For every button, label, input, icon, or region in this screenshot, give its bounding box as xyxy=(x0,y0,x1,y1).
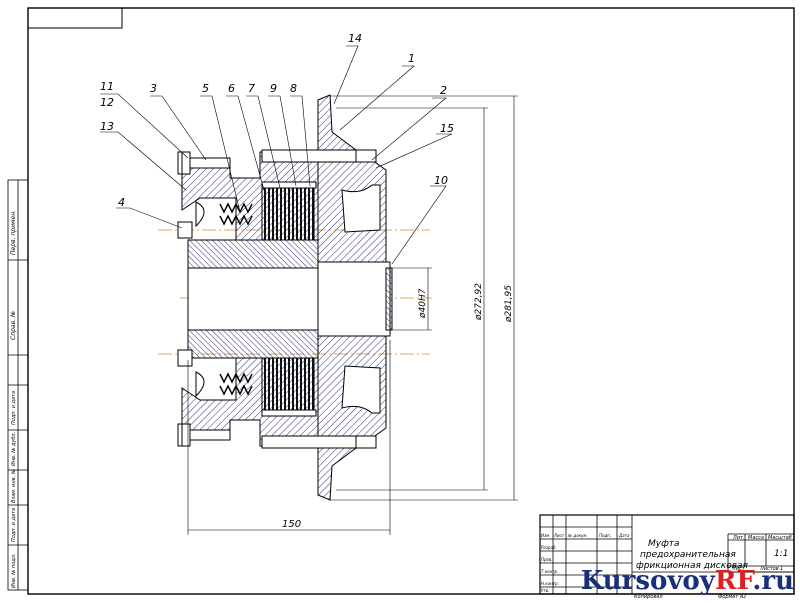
title-line-3: фрикционная дисковая xyxy=(636,561,749,571)
hub-flange-lower xyxy=(317,335,387,501)
part-labels: 1 2 3 4 5 6 7 8 9 10 11 12 13 14 15 xyxy=(100,32,454,209)
part-label-4: 4 xyxy=(118,196,125,209)
row-tkontr: Т.контр. xyxy=(541,569,558,574)
part-label-5: 5 xyxy=(202,82,209,95)
bore xyxy=(187,267,319,331)
spring-lower xyxy=(219,372,253,396)
dim-length: 150 xyxy=(282,519,301,530)
side-stamp-inv-podl: Инв. № подл. xyxy=(11,554,17,589)
sheets-value: 1 xyxy=(780,566,783,572)
row-data: Дата xyxy=(618,533,630,538)
copied-label: Копировал xyxy=(634,594,663,600)
part-label-6: 6 xyxy=(228,82,235,95)
title-block-text: Муфта предохранительная фрикционная диск… xyxy=(541,533,792,600)
leader-lines xyxy=(100,45,453,265)
part-label-14: 14 xyxy=(348,32,362,45)
disc-pack-lower xyxy=(261,357,315,411)
row-izm: Изм xyxy=(541,533,549,538)
watermark-logo: KursovoyRF.ru xyxy=(581,566,794,596)
part-label-2: 2 xyxy=(440,84,447,97)
row-prov: Пров. xyxy=(541,557,553,562)
bolt-head-upper xyxy=(177,151,191,175)
dimension-texts: 150 ø40H7 ø272,92 ø281,95 xyxy=(282,283,514,530)
title-line-1: Муфта xyxy=(648,539,680,549)
part-label-13: 13 xyxy=(100,120,114,133)
shaft-sleeve-lower xyxy=(187,329,319,359)
part-label-8: 8 xyxy=(290,82,297,95)
dim-bore: ø40H7 xyxy=(418,288,428,319)
watermark-part-1: Kursovoy xyxy=(580,566,715,596)
dim-diameter-1: ø272,92 xyxy=(474,283,484,321)
col-lit: Лит. xyxy=(732,535,745,541)
title-block xyxy=(539,514,795,595)
col-mass: Масса xyxy=(748,535,764,541)
side-stamp-inv-dubl: Инв. № дубл. xyxy=(11,432,17,466)
part-label-11: 11 xyxy=(100,80,114,93)
side-stamp-labels: Перв. примен. Справ. № Подп. и дата Инв.… xyxy=(10,210,17,588)
watermark-part-2: RF xyxy=(714,566,753,596)
row-nkontr: Н.контр. xyxy=(541,581,559,586)
part-label-12: 12 xyxy=(100,96,114,109)
title-line-2: предохранительная xyxy=(640,550,736,560)
dimension-lines xyxy=(187,95,518,535)
part-label-15: 15 xyxy=(440,122,454,135)
side-stamp-perv-primen: Перв. примен. xyxy=(10,210,17,255)
hub-flange xyxy=(317,94,387,263)
part-label-9: 9 xyxy=(270,82,277,95)
screw-upper xyxy=(177,221,193,239)
row-utv: Утв. xyxy=(541,588,549,593)
side-stamp xyxy=(7,179,29,591)
part-label-1: 1 xyxy=(408,52,415,65)
screw-lower xyxy=(177,349,193,367)
side-stamp-sprav: Справ. № xyxy=(10,311,17,340)
part-label-10: 10 xyxy=(434,174,448,187)
format-label: Формат А2 xyxy=(718,594,746,600)
row-doc: № докум. xyxy=(567,533,588,538)
coupling-assembly xyxy=(177,94,393,501)
spring-upper xyxy=(219,202,253,226)
shaft-sleeve xyxy=(187,239,319,269)
disc-pack xyxy=(261,187,315,241)
dim-diameter-2: ø281,95 xyxy=(504,285,514,323)
row-list: Лист xyxy=(553,533,565,538)
sheets-label: Листов xyxy=(759,566,779,572)
col-scale: Масштаб xyxy=(768,535,792,541)
sheet-label: Лист xyxy=(731,566,746,572)
row-podp: Подп. xyxy=(599,533,611,538)
side-stamp-podp-data-2: Подп. и дата xyxy=(11,508,17,542)
scale-value: 1:1 xyxy=(774,549,788,559)
part-label-3: 3 xyxy=(150,82,157,95)
row-razrab: Разраб. xyxy=(541,545,557,550)
side-stamp-podp-data-1: Подп. и дата xyxy=(11,391,17,425)
side-stamp-vzam-inv: Взам. инв. № xyxy=(11,469,17,503)
watermark-part-3: .ru xyxy=(752,566,794,596)
part-label-7: 7 xyxy=(248,82,255,95)
